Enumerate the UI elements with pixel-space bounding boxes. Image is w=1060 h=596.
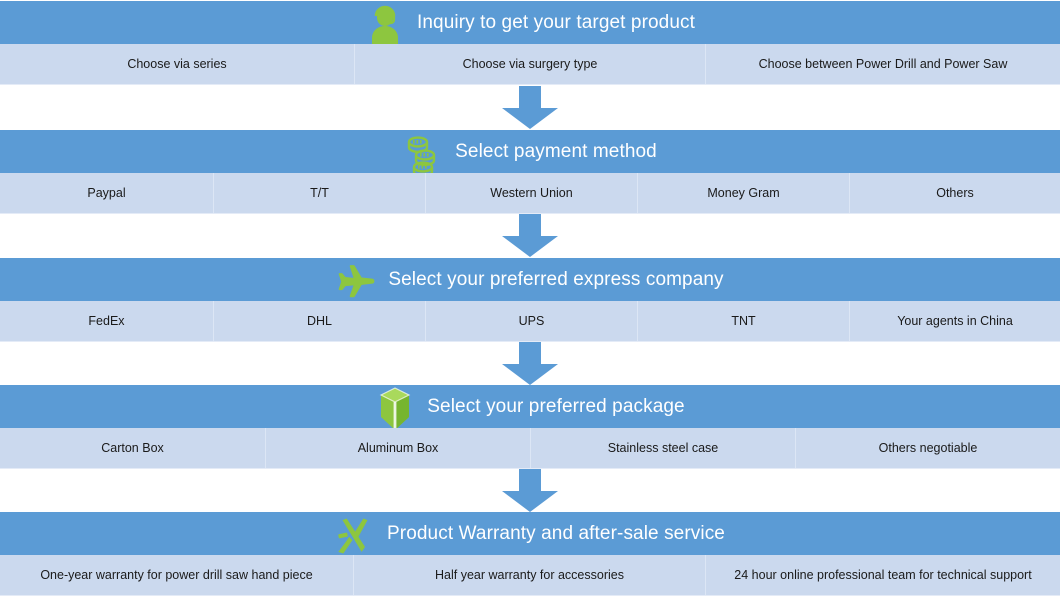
step-title: Select your preferred package xyxy=(427,395,685,417)
step-header-content: Product Warranty and after-sale service xyxy=(335,511,725,557)
option-cell[interactable]: TNT xyxy=(637,301,849,341)
option-cell[interactable]: Others xyxy=(849,173,1060,213)
customer-service-person-icon xyxy=(365,2,405,48)
step-title: Product Warranty and after-sale service xyxy=(387,522,725,544)
option-cell[interactable]: Choose between Power Drill and Power Saw xyxy=(705,44,1060,84)
step-header-5: Product Warranty and after-sale service xyxy=(0,512,1060,555)
arrow-step4-to-step5 xyxy=(501,469,559,513)
option-cell[interactable]: One-year warranty for power drill saw ha… xyxy=(0,555,353,595)
step-header-3: Select your preferred express company xyxy=(0,258,1060,301)
package-box-icon xyxy=(375,386,415,432)
option-cell[interactable]: Carton Box xyxy=(0,428,265,468)
arrow-step1-to-step2 xyxy=(501,86,559,130)
option-cell[interactable]: Choose via series xyxy=(0,44,354,84)
crossed-tools-icon xyxy=(335,513,375,559)
airplane-icon xyxy=(336,259,376,305)
option-cell[interactable]: UPS xyxy=(425,301,637,341)
option-cell[interactable]: Others negotiable xyxy=(795,428,1060,468)
option-cell[interactable]: Choose via surgery type xyxy=(354,44,705,84)
option-cell[interactable]: Your agents in China xyxy=(849,301,1060,341)
step-header-content: Inquiry to get your target product xyxy=(365,0,695,48)
step-title: Select your preferred express company xyxy=(388,268,724,290)
step-options-row-5: One-year warranty for power drill saw ha… xyxy=(0,555,1060,596)
arrow-step2-to-step3 xyxy=(501,214,559,258)
step-header-content: Select your preferred package xyxy=(375,384,685,432)
option-cell[interactable]: DHL xyxy=(213,301,425,341)
step-header-4: Select your preferred package xyxy=(0,384,1060,432)
option-cell[interactable]: Aluminum Box xyxy=(265,428,530,468)
option-cell[interactable]: Paypal xyxy=(0,173,213,213)
option-cell[interactable]: FedEx xyxy=(0,301,213,341)
arrow-step3-to-step4 xyxy=(501,342,559,386)
option-cell[interactable]: 24 hour online professional team for tec… xyxy=(705,555,1060,595)
option-cell[interactable]: Money Gram xyxy=(637,173,849,213)
option-cell[interactable]: Half year warranty for accessories xyxy=(353,555,705,595)
step-header-content: Select payment method xyxy=(403,129,657,177)
step-header-2: Select payment method xyxy=(0,129,1060,177)
coin-stack-icon xyxy=(403,131,443,177)
option-cell[interactable]: Western Union xyxy=(425,173,637,213)
step-header-1: Inquiry to get your target product xyxy=(0,0,1060,48)
option-cell[interactable]: Stainless steel case xyxy=(530,428,795,468)
step-header-content: Select your preferred express company xyxy=(336,257,724,305)
option-cell[interactable]: T/T xyxy=(213,173,425,213)
step-title: Select payment method xyxy=(455,140,657,162)
step-title: Inquiry to get your target product xyxy=(417,11,695,33)
